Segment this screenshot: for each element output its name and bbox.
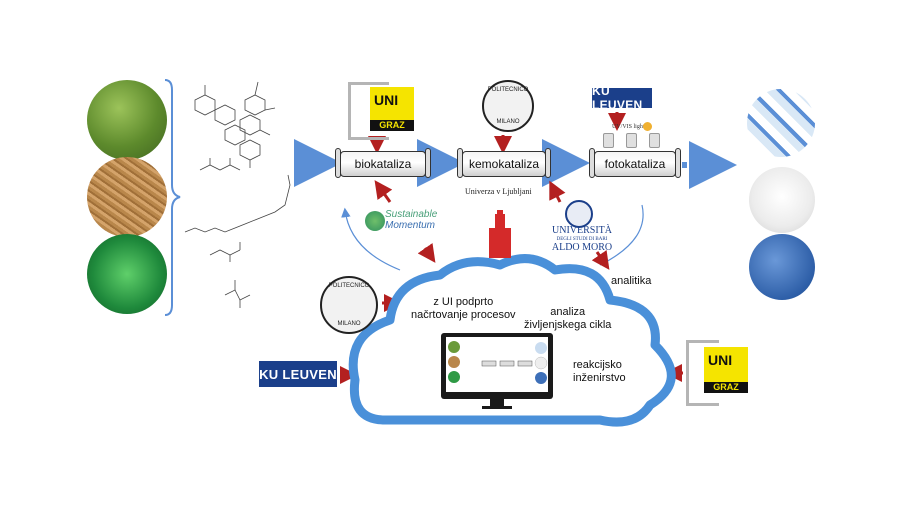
molecule-structures: [184, 81, 291, 308]
ai-process-design-label: z UI podprto načrtovanje procesov: [411, 296, 516, 321]
pills-image: [747, 89, 815, 157]
sustainable-momentum-logo: Sustainable Momentum: [365, 207, 457, 241]
chemocatalysis-reactor: kemokataliza: [457, 148, 551, 178]
tree-image: [87, 80, 167, 160]
politecnico-milano-seal-bottom: POLITECNICO MILANO: [320, 276, 378, 334]
uv-light-label: UV/VIS light: [612, 124, 645, 130]
leaf-icon: [365, 211, 385, 231]
uni-graz-logo-bottom: UNI GRAZ: [704, 347, 748, 393]
chemocatalysis-label: kemokataliza: [468, 157, 540, 171]
biocatalysis-reactor: biokataliza: [335, 148, 431, 178]
bari-seal: [565, 200, 593, 228]
photocatalysis-label: fotokataliza: [604, 157, 666, 171]
algae-image: [87, 234, 167, 314]
bari-logo-text: UNIVERSITÀ DEGLI STUDI DI BARI ALDO MORO: [551, 225, 613, 253]
photocatalysis-reactor: fotokataliza: [589, 148, 681, 178]
politecnico-milano-seal: POLITECNICO MILANO: [482, 80, 534, 132]
uni-graz-logo: UNI GRAZ: [370, 87, 414, 131]
lca-label: analiza življenjskega cikla: [524, 306, 612, 331]
ljubljana-logo-icon: [489, 228, 511, 258]
water-repellent-fabric-image: [749, 234, 815, 300]
ku-leuven-logo: KU LEUVEN: [592, 84, 652, 112]
analytics-label: analitika: [611, 275, 652, 287]
sun-icon: [643, 122, 652, 131]
cream-image: [749, 167, 815, 233]
ku-leuven-logo-bottom: KU LEUVEN: [259, 361, 337, 387]
vials-icon: [603, 133, 663, 148]
reaction-engineering-label: reakcijsko inženirstvo: [573, 359, 626, 384]
bracket: [164, 79, 181, 316]
biocatalysis-label: biokataliza: [354, 157, 412, 171]
univ-ljubljana-label: Univerza v Ljubljani: [465, 187, 532, 196]
straw-image: [87, 157, 167, 237]
